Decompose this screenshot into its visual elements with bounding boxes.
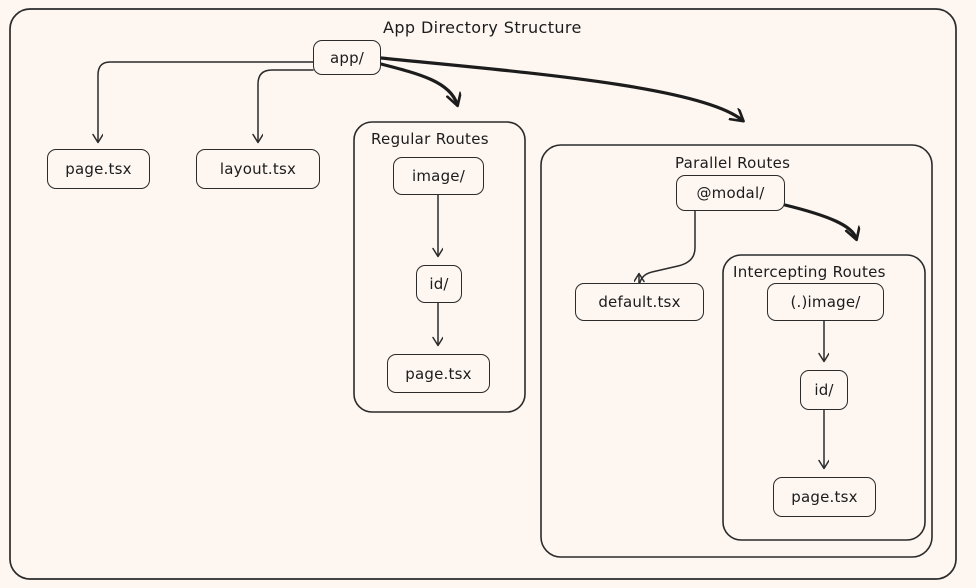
cluster-label-parallel-routes: Parallel Routes: [675, 154, 791, 172]
diagram-title: App Directory Structure: [383, 18, 582, 37]
node-app[interactable]: app/: [313, 40, 381, 75]
edge-modal-to-default: [639, 209, 696, 290]
cluster-label-intercepting-routes: Intercepting Routes: [733, 263, 886, 281]
node-page-regular[interactable]: page.tsx: [387, 354, 490, 393]
cluster-frame-regular-routes: [353, 121, 526, 413]
edge-app-to-regular-routes: [379, 62, 457, 104]
cluster-frame-parallel-routes: [540, 144, 933, 558]
cluster-frame-intercepting-routes: [722, 254, 926, 541]
node-default-tsx[interactable]: default.tsx: [575, 283, 704, 321]
node-id-intercept[interactable]: id/: [800, 370, 848, 410]
node-image-intercept[interactable]: (.)image/: [767, 283, 884, 321]
edge-app-to-page-root: [98, 61, 314, 142]
edge-app-to-layout-root: [258, 69, 314, 142]
diagram-outer-frame: [9, 8, 957, 580]
node-page-root[interactable]: page.tsx: [47, 149, 150, 189]
edge-app-to-parallel-routes: [379, 56, 742, 120]
node-modal[interactable]: @modal/: [676, 175, 785, 211]
node-image-regular[interactable]: image/: [393, 157, 484, 195]
node-page-intercept[interactable]: page.tsx: [773, 477, 876, 517]
edge-modal-to-intercepting-routes: [783, 203, 856, 238]
cluster-label-regular-routes: Regular Routes: [371, 130, 489, 148]
node-id-regular[interactable]: id/: [416, 265, 462, 303]
node-layout-root[interactable]: layout.tsx: [196, 149, 320, 189]
